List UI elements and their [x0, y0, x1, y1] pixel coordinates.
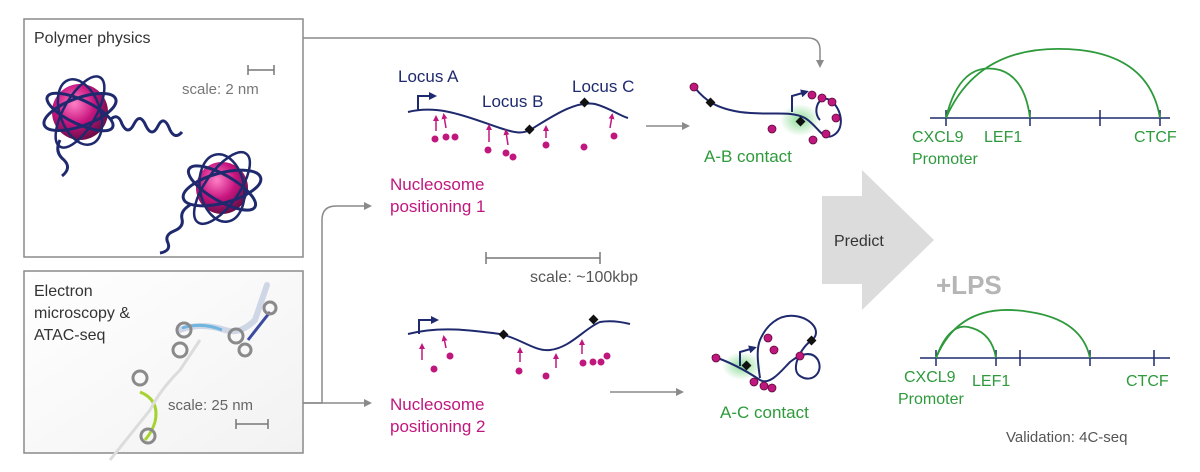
locus-b-label: Locus B — [482, 92, 543, 111]
ac-contact-structure: A-C contact — [711, 314, 821, 422]
connector-arrows — [303, 37, 824, 407]
nucleosome-pos1-line-2: positioning 1 — [390, 197, 485, 216]
promoter-label-2: Promoter — [898, 391, 964, 408]
polymer-physics-panel: Polymer physics scale: 2 nm — [23, 18, 304, 258]
nucleosome-model-1 — [42, 75, 118, 149]
nucleosome-pos2-line-1: Nucleosome — [390, 395, 485, 414]
genome-track-1: CXCL9 Promoter LEF1 CTCF — [912, 48, 1177, 168]
locus-c-label: Locus C — [572, 77, 634, 96]
promoter-arrow-2 — [418, 316, 439, 334]
predict-label: Predict — [834, 233, 884, 250]
cxcl9-label-2: CXCL9 — [904, 369, 956, 386]
ab-contact-label: A-B contact — [704, 147, 792, 166]
predict-arrow: Predict — [822, 170, 934, 310]
em-title-line-3: ATAC-seq — [34, 327, 105, 344]
fiber-line-2 — [407, 320, 631, 352]
ctcf-label-1: CTCF — [1134, 129, 1177, 146]
nucleosome-pos2-line-2: positioning 2 — [390, 417, 485, 436]
mid-scale-label: scale: ~100kbp — [530, 269, 638, 286]
cxcl9-label-1: CXCL9 — [912, 129, 964, 146]
ab-contact-structure: A-B contact — [689, 82, 842, 166]
lef1-label-2: LEF1 — [972, 373, 1010, 390]
em-fiber-blue — [181, 323, 223, 332]
polymer-scale-label: scale: 2 nm — [182, 81, 259, 98]
ctcf-label-2: CTCF — [1126, 373, 1169, 390]
validation-label: Validation: 4C-seq — [1006, 429, 1127, 446]
lef1-label-1: LEF1 — [984, 129, 1022, 146]
mid-scale-bar: scale: ~100kbp — [485, 252, 638, 286]
locus-a-label: Locus A — [398, 67, 459, 86]
nucleosome-model-2 — [181, 150, 263, 226]
polymer-panel-title: Polymer physics — [34, 30, 150, 47]
ac-contact-label: A-C contact — [720, 403, 809, 422]
genome-track-2: CXCL9 Promoter LEF1 CTCF — [898, 309, 1170, 408]
lps-label: +LPS — [936, 270, 1002, 300]
em-title-line-2: microscopy & — [34, 305, 130, 322]
em-atac-panel: Electron microscopy & ATAC-seq scale: 25… — [23, 270, 304, 461]
promoter-label-1: Promoter — [912, 151, 978, 168]
chromatin-fiber-2: Nucleosome positioning 2 — [390, 314, 631, 436]
promoter-arrow-1 — [417, 92, 437, 110]
em-fiber-green — [139, 390, 158, 441]
chromatin-fiber-1: Locus A Locus B Locus C Nucleosome posit… — [390, 67, 634, 216]
nucleosome-pos1-line-1: Nucleosome — [390, 175, 485, 194]
linker-dna — [108, 115, 184, 137]
em-scale-label: scale: 25 nm — [168, 397, 253, 414]
em-fiber-navy — [246, 311, 272, 341]
locus-c-marker — [579, 97, 590, 108]
locus-b-marker — [524, 124, 535, 135]
em-title-line-1: Electron — [34, 283, 93, 300]
